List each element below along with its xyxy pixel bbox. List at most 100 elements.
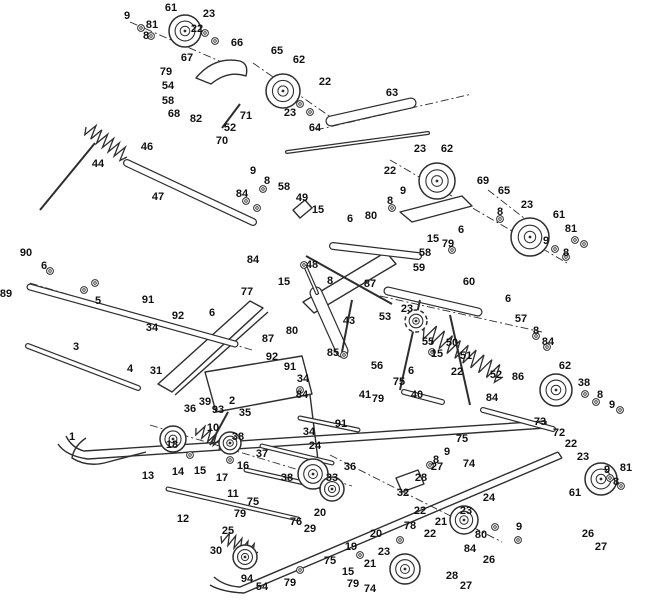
washer-icon	[253, 204, 261, 212]
shaft-tube-fill	[26, 344, 140, 390]
part-number-callout: 70	[216, 135, 228, 147]
washer-icon	[340, 351, 348, 359]
washer-icon-hole	[582, 242, 586, 246]
part-number-callout: 36	[184, 403, 196, 415]
shaft-tube-fill	[402, 390, 444, 404]
part-number-callout: 22	[191, 23, 203, 35]
part-number-callout: 8	[143, 30, 149, 42]
part-number-callout: 79	[442, 238, 454, 250]
part-number-callout: 43	[343, 315, 355, 327]
shaft-tube-fill	[27, 284, 238, 347]
frame-outline	[195, 59, 248, 85]
part-number-callout: 9	[124, 10, 130, 22]
washer-icon	[571, 236, 579, 244]
part-number-callout: 9	[444, 446, 450, 458]
part-number-callout: 67	[181, 52, 193, 64]
washer-icon	[201, 29, 209, 37]
washer-icon-hole	[342, 353, 346, 357]
washer-icon	[91, 279, 99, 287]
rod	[221, 103, 241, 129]
shaft-tube-fill	[330, 243, 421, 259]
idler-wheel-rim	[545, 379, 567, 401]
part-number-callout: 91	[284, 361, 296, 373]
part-number-callout: 22	[565, 438, 577, 450]
part-number-callout: 85	[327, 347, 339, 359]
part-number-callout: 52	[224, 122, 236, 134]
washer-icon	[616, 406, 624, 414]
part-number-callout: 62	[441, 143, 453, 155]
part-number-callout: 65	[498, 185, 510, 197]
washer-icon	[388, 204, 396, 212]
shaft-tube-fill	[481, 408, 555, 431]
part-number-callout: 16	[237, 460, 249, 472]
washer-icon	[562, 253, 570, 261]
idler-wheel-center	[311, 472, 315, 476]
part-number-callout: 9	[250, 165, 256, 177]
coil-spring	[83, 123, 128, 162]
washer-icon-hole	[213, 39, 217, 43]
part-number-callout: 28	[446, 570, 458, 582]
part-number-callout: 79	[160, 66, 172, 78]
washer-icon-hole	[298, 568, 302, 572]
washer-icon-hole	[48, 269, 52, 273]
idler-wheel-hub	[431, 175, 443, 187]
part-number-callout: 41	[359, 389, 371, 401]
washer-icon	[356, 551, 364, 559]
washer-icon-hole	[553, 247, 557, 251]
part-number-callout: 23	[378, 546, 390, 558]
part-number-callout: 54	[162, 80, 175, 92]
washer-icon-hole	[619, 484, 623, 488]
washer-icon-hole	[308, 110, 312, 114]
part-number-callout: 74	[364, 583, 377, 595]
part-number-callout: 82	[190, 113, 202, 125]
part-number-callout: 39	[199, 396, 211, 408]
frame-outline	[204, 355, 313, 413]
part-number-callout: 63	[386, 87, 398, 99]
part-number-callout: 15	[312, 204, 324, 216]
part-number-callout: 24	[483, 492, 496, 504]
part-number-callout: 79	[284, 577, 296, 589]
part-number-callout: 26	[483, 554, 495, 566]
idler-wheel-hub	[168, 434, 178, 444]
shaft-tube-fill	[326, 98, 416, 126]
part-number-callout: 84	[464, 543, 477, 555]
part-number-callout: 23	[577, 451, 589, 463]
shaft-tube-fill	[310, 287, 348, 357]
idler-wheel-hub	[412, 317, 420, 325]
part-number-callout: 22	[414, 505, 426, 517]
part-number-callout: 69	[477, 175, 489, 187]
washer-icon-hole	[261, 187, 265, 191]
idler-wheel-center	[228, 441, 232, 445]
part-number-callout: 77	[241, 286, 253, 298]
idler-wheel-hub	[226, 439, 234, 447]
part-number-callout: 23	[414, 143, 426, 155]
part-number-callout: 62	[559, 360, 571, 372]
part-number-callout: 38	[232, 431, 244, 443]
washer-icon-hole	[428, 463, 432, 467]
part-number-callout: 79	[347, 578, 359, 590]
part-number-callout: 64	[309, 122, 322, 134]
part-number-callout: 8	[533, 325, 539, 337]
washer-icon-hole	[139, 26, 143, 30]
part-number-callout: 86	[512, 371, 524, 383]
part-number-callout: 20	[314, 507, 326, 519]
washer-icon-hole	[228, 458, 232, 462]
part-number-callout: 6	[505, 293, 511, 305]
part-number-callout: 9	[543, 235, 549, 247]
washer-icon-hole	[302, 263, 306, 267]
part-number-callout: 34	[297, 373, 310, 385]
washer-icon-hole	[82, 288, 86, 292]
idler-wheel-rim	[454, 510, 474, 530]
part-number-callout: 12	[177, 513, 189, 525]
washer-icon	[46, 267, 54, 275]
frame-outline	[174, 311, 269, 396]
frame-outline	[213, 451, 559, 588]
part-number-callout: 21	[435, 516, 447, 528]
washer-icon-hole	[298, 388, 302, 392]
part-number-callout: 31	[150, 365, 162, 377]
part-number-callout: 68	[168, 108, 180, 120]
part-number-callout: 73	[534, 416, 546, 428]
part-number-callout: 81	[146, 19, 158, 31]
washer-icon-hole	[149, 34, 153, 38]
